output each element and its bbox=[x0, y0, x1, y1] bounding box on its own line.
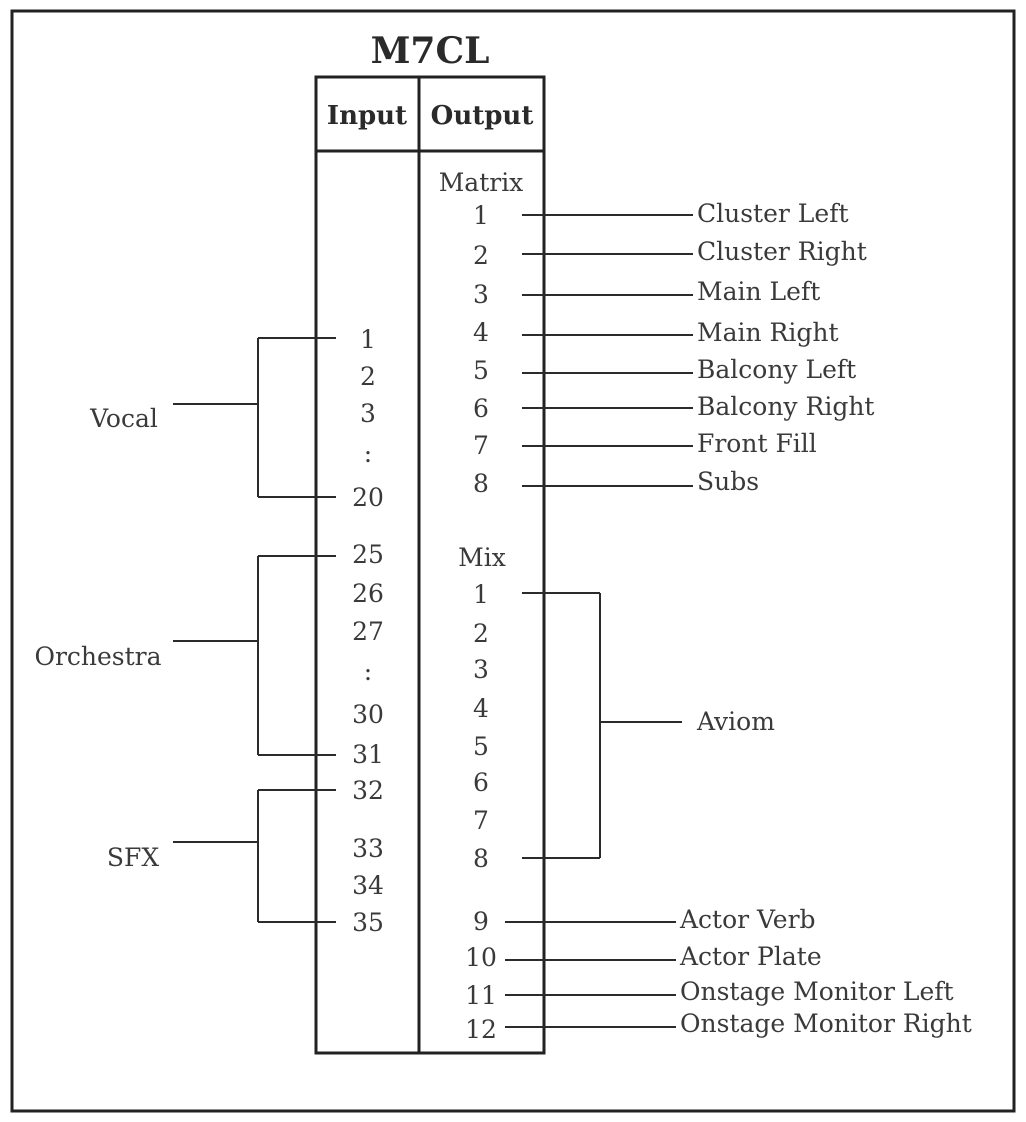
mix-destination: Actor Verb bbox=[679, 905, 816, 934]
input-channel-list: 1 2 3 : 20 25 26 27 : 30 31 32 33 34 35 bbox=[352, 325, 384, 937]
console-title: M7CL bbox=[371, 30, 490, 72]
mix-number: 7 bbox=[473, 806, 489, 835]
mix-output-list: 1 2 3 4 5 6 7 8 9 10 11 12 bbox=[465, 580, 497, 1044]
sfx-bracket bbox=[173, 789, 336, 923]
input-channel: 26 bbox=[352, 579, 384, 608]
matrix-destination: Cluster Right bbox=[697, 237, 867, 266]
input-ellipsis: : bbox=[364, 439, 372, 468]
matrix-destination: Balcony Left bbox=[697, 355, 856, 384]
matrix-number: 1 bbox=[473, 201, 489, 230]
mix-number: 9 bbox=[473, 907, 489, 936]
matrix-number: 5 bbox=[473, 356, 489, 385]
input-channel: 20 bbox=[352, 483, 384, 512]
mix-connectors bbox=[505, 921, 676, 1028]
section-title-mix: Mix bbox=[458, 543, 506, 572]
mix-destination: Actor Plate bbox=[679, 942, 822, 971]
input-channel: 35 bbox=[352, 908, 384, 937]
input-channel: 33 bbox=[352, 834, 384, 863]
mix-number: 1 bbox=[473, 580, 489, 609]
matrix-number: 4 bbox=[473, 318, 489, 347]
mix-number: 3 bbox=[473, 655, 489, 684]
aviom-bracket bbox=[522, 592, 682, 859]
matrix-destination: Main Right bbox=[697, 318, 839, 347]
input-header: Input bbox=[327, 101, 407, 131]
matrix-number: 3 bbox=[473, 280, 489, 309]
matrix-destination-list: Cluster Left Cluster Right Main Left Mai… bbox=[697, 199, 874, 496]
group-label-sfx: SFX bbox=[107, 843, 159, 872]
mix-number: 2 bbox=[473, 619, 489, 648]
matrix-destination: Balcony Right bbox=[697, 392, 874, 421]
mix-number: 4 bbox=[473, 694, 489, 723]
input-channel: 1 bbox=[360, 325, 376, 354]
mix-number: 12 bbox=[465, 1015, 497, 1044]
mix-number: 6 bbox=[473, 768, 489, 797]
mix-destination: Onstage Monitor Left bbox=[680, 977, 954, 1006]
matrix-destination: Subs bbox=[697, 467, 759, 496]
matrix-number: 6 bbox=[473, 394, 489, 423]
input-channel: 3 bbox=[360, 399, 376, 428]
output-header: Output bbox=[431, 101, 534, 131]
group-label-orchestra: Orchestra bbox=[34, 642, 161, 671]
mix-destination-aviom: Aviom bbox=[696, 707, 775, 736]
input-channel: 2 bbox=[360, 362, 376, 391]
orchestra-bracket bbox=[173, 555, 336, 756]
group-label-vocal: Vocal bbox=[89, 404, 158, 433]
input-channel: 31 bbox=[352, 740, 384, 769]
input-channel: 32 bbox=[352, 776, 384, 805]
matrix-number: 8 bbox=[473, 469, 489, 498]
input-channel: 34 bbox=[352, 871, 384, 900]
matrix-destination: Front Fill bbox=[697, 429, 817, 458]
mix-number: 10 bbox=[465, 943, 497, 972]
matrix-number: 7 bbox=[473, 431, 489, 460]
matrix-connectors bbox=[522, 214, 693, 487]
mix-destination-list: Actor Verb Actor Plate Onstage Monitor L… bbox=[679, 905, 972, 1038]
matrix-destination: Main Left bbox=[697, 277, 820, 306]
matrix-number: 2 bbox=[473, 241, 489, 270]
mix-destination: Onstage Monitor Right bbox=[680, 1009, 972, 1038]
input-channel: 30 bbox=[352, 700, 384, 729]
input-ellipsis: : bbox=[364, 657, 372, 686]
input-channel: 27 bbox=[352, 617, 384, 646]
outer-frame bbox=[10, 9, 1016, 1113]
mix-number: 11 bbox=[465, 981, 497, 1010]
section-title-matrix: Matrix bbox=[439, 168, 524, 197]
console-box bbox=[314, 75, 546, 1055]
matrix-output-list: 1 2 3 4 5 6 7 8 bbox=[473, 201, 489, 498]
mix-number: 8 bbox=[473, 844, 489, 873]
input-channel: 25 bbox=[352, 540, 384, 569]
matrix-destination: Cluster Left bbox=[697, 199, 849, 228]
vocal-bracket bbox=[173, 337, 336, 498]
mix-number: 5 bbox=[473, 732, 489, 761]
